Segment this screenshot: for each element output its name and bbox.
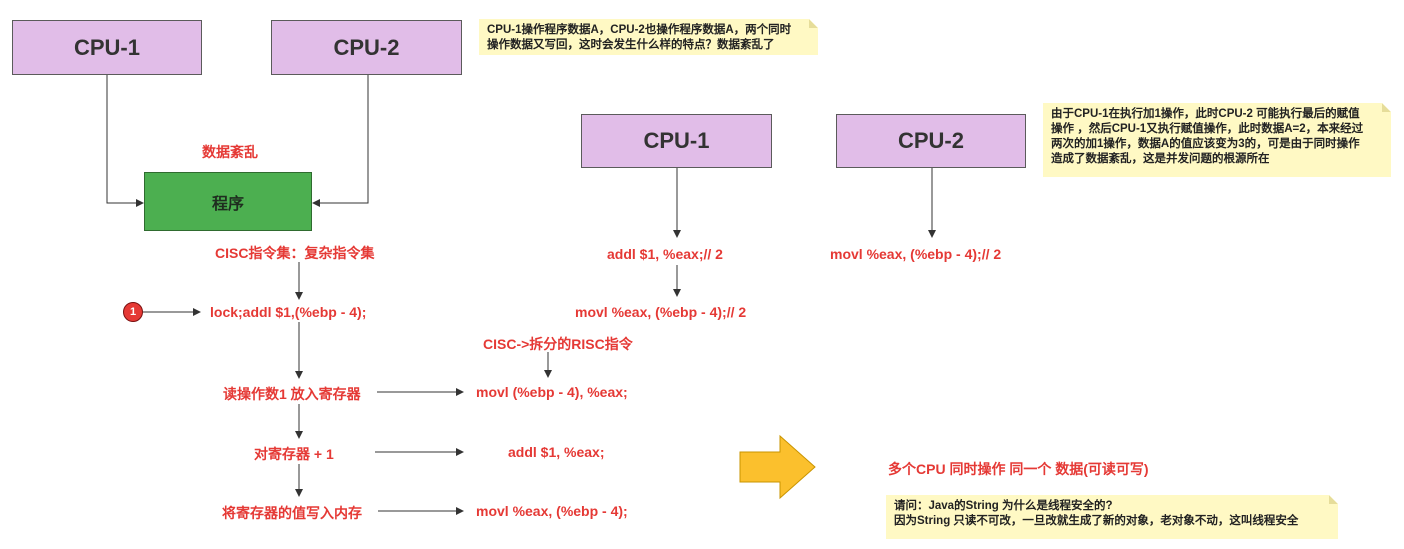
program-label: 程序 (211, 195, 244, 213)
note-data-chaos: CPU-1操作程序数据A，CPU-2也操作程序数据A，两个同时 操作数据又写回，… (479, 19, 818, 55)
cisc-title: CISC指令集：复杂指令集 (215, 245, 375, 261)
right-cpu2-instr: movl %eax, (%ebp - 4);// 2 (830, 246, 1002, 262)
note-fold (1329, 495, 1338, 504)
risc-title: CISC->拆分的RISC指令 (483, 336, 633, 352)
risc-write-instr: movl %eax, (%ebp - 4); (476, 503, 628, 519)
big-arrow-shape (739, 434, 816, 500)
step-number-badge: 1 (123, 302, 143, 322)
right-cpu1-label: CPU-1 (643, 128, 710, 153)
step-read-label: 读操作数1 放入寄存器 (223, 386, 361, 402)
note-line: 造成了数据紊乱，这是并发问题的根源所在 (1051, 153, 1270, 165)
cpu1-label: CPU-1 (73, 34, 140, 60)
step-write-label: 将寄存器的值写入内存 (222, 505, 362, 521)
lock-instruction: lock;addl $1,(%ebp - 4); (210, 304, 367, 320)
step-add-label: 对寄存器 + 1 (254, 446, 334, 462)
note-line: 由于CPU-1在执行加1操作，此时CPU-2 可能执行最后的赋值 (1051, 108, 1360, 120)
risc-add-instr: addl $1, %eax; (508, 444, 605, 460)
right-cpu1-instr2: movl %eax, (%ebp - 4);// 2 (575, 304, 747, 320)
note-line: 操作 ，然后CPU-1又执行赋值操作，此时数据A=2，本来经过 (1051, 123, 1364, 135)
note-line: 请问：Java的String 为什么是线程安全的? (894, 500, 1113, 512)
note-line: 操作数据又写回，这时会发生什么样的特点？数据紊乱了 (487, 39, 775, 51)
note-fold (809, 19, 818, 28)
program-box: 程序 (144, 172, 312, 231)
edge-cpu1-program (106, 75, 144, 207)
note-line: 两次的加1操作，数据A的值应该变为3的，可是由于同时操作 (1051, 138, 1360, 150)
cpu1-box: CPU-1 (12, 20, 202, 75)
note-line: 因为String 只读不可改，一旦改就生成了新的对象，老对象不动，这叫线程安全 (894, 515, 1299, 527)
risc-read-instr: movl (%ebp - 4), %eax; (476, 384, 628, 400)
note-fold (1382, 103, 1391, 112)
right-cpu1-instr1: addl $1, %eax;// 2 (607, 246, 723, 262)
right-cpu1-box: CPU-1 (581, 114, 772, 168)
multi-cpu-label: 多个CPU 同时操作 同一个 数据(可读可写) (888, 461, 1149, 477)
right-cpu2-box: CPU-2 (836, 114, 1026, 168)
note-line: CPU-1操作程序数据A，CPU-2也操作程序数据A，两个同时 (487, 24, 792, 36)
right-cpu2-label: CPU-2 (897, 128, 964, 153)
note-java-string: 请问：Java的String 为什么是线程安全的? 因为String 只读不可改… (886, 495, 1338, 539)
cpu2-box: CPU-2 (271, 20, 462, 75)
note-concurrency-root: 由于CPU-1在执行加1操作，此时CPU-2 可能执行最后的赋值 操作 ，然后C… (1043, 103, 1391, 177)
chaos-label: 数据紊乱 (202, 144, 258, 160)
edge-cpu2-program (312, 75, 369, 207)
cpu2-label: CPU-2 (333, 34, 400, 60)
